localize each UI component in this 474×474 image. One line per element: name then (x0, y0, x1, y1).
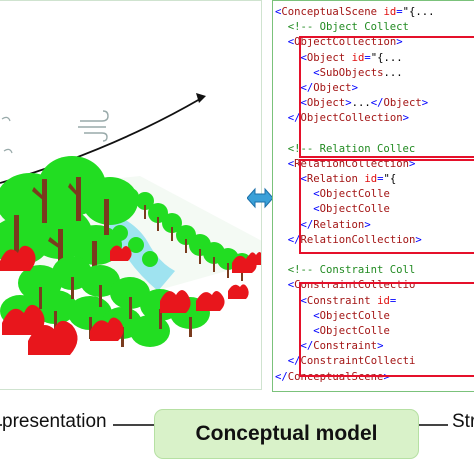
code-line: <ObjectCollection> (287, 36, 403, 49)
arrowhead (196, 93, 206, 103)
code-line: <ObjectColle (313, 203, 390, 216)
object-collection-highlight (299, 36, 474, 158)
constraint-collection-highlight (299, 282, 474, 377)
code-line: <ObjectColle (313, 309, 390, 322)
code-line: </Relation> (300, 218, 371, 231)
conceptual-model-text: Conceptual model (195, 422, 378, 445)
code-line: <SubObjects... (313, 66, 403, 79)
fire-flames (0, 245, 261, 355)
trees-big (0, 156, 138, 277)
bidirectional-arrow-icon (246, 187, 274, 214)
code-line: <ObjectColle (313, 324, 390, 337)
presentation-label: presentation (2, 411, 113, 433)
divider-right (419, 424, 474, 426)
relation-collection-highlight (299, 159, 474, 254)
structure-label: Str (448, 411, 474, 433)
conceptual-model-label: Conceptual model (154, 409, 419, 459)
code-line: <!-- Constraint Coll (275, 264, 416, 277)
code-line: <ConceptualScene id="{... (275, 6, 435, 18)
xml-code-panel: <ConceptualScene id="{... <!-- Object Co… (272, 0, 474, 392)
wind-icon (78, 110, 109, 142)
code-line: </ConstraintCollecti (287, 355, 416, 368)
code-line: </ObjectCollection> (287, 112, 409, 125)
forest-fire-scene (0, 93, 261, 355)
code-line: <ObjectColle (313, 188, 390, 201)
code-line: <!-- Object Collect (275, 21, 409, 34)
wind-icon (1, 116, 13, 154)
scene-illustration (0, 0, 262, 390)
code-line: </Constraint> (300, 340, 384, 353)
code-line: </RelationCollection> (287, 233, 422, 246)
code-line: <Object>...</Object> (300, 97, 429, 110)
code-line: <Constraint id= (300, 294, 397, 307)
code-line: </Object> (300, 81, 358, 94)
code-line: <Relation id="{ (300, 173, 397, 186)
code-line: <Object id="{... (300, 51, 403, 64)
